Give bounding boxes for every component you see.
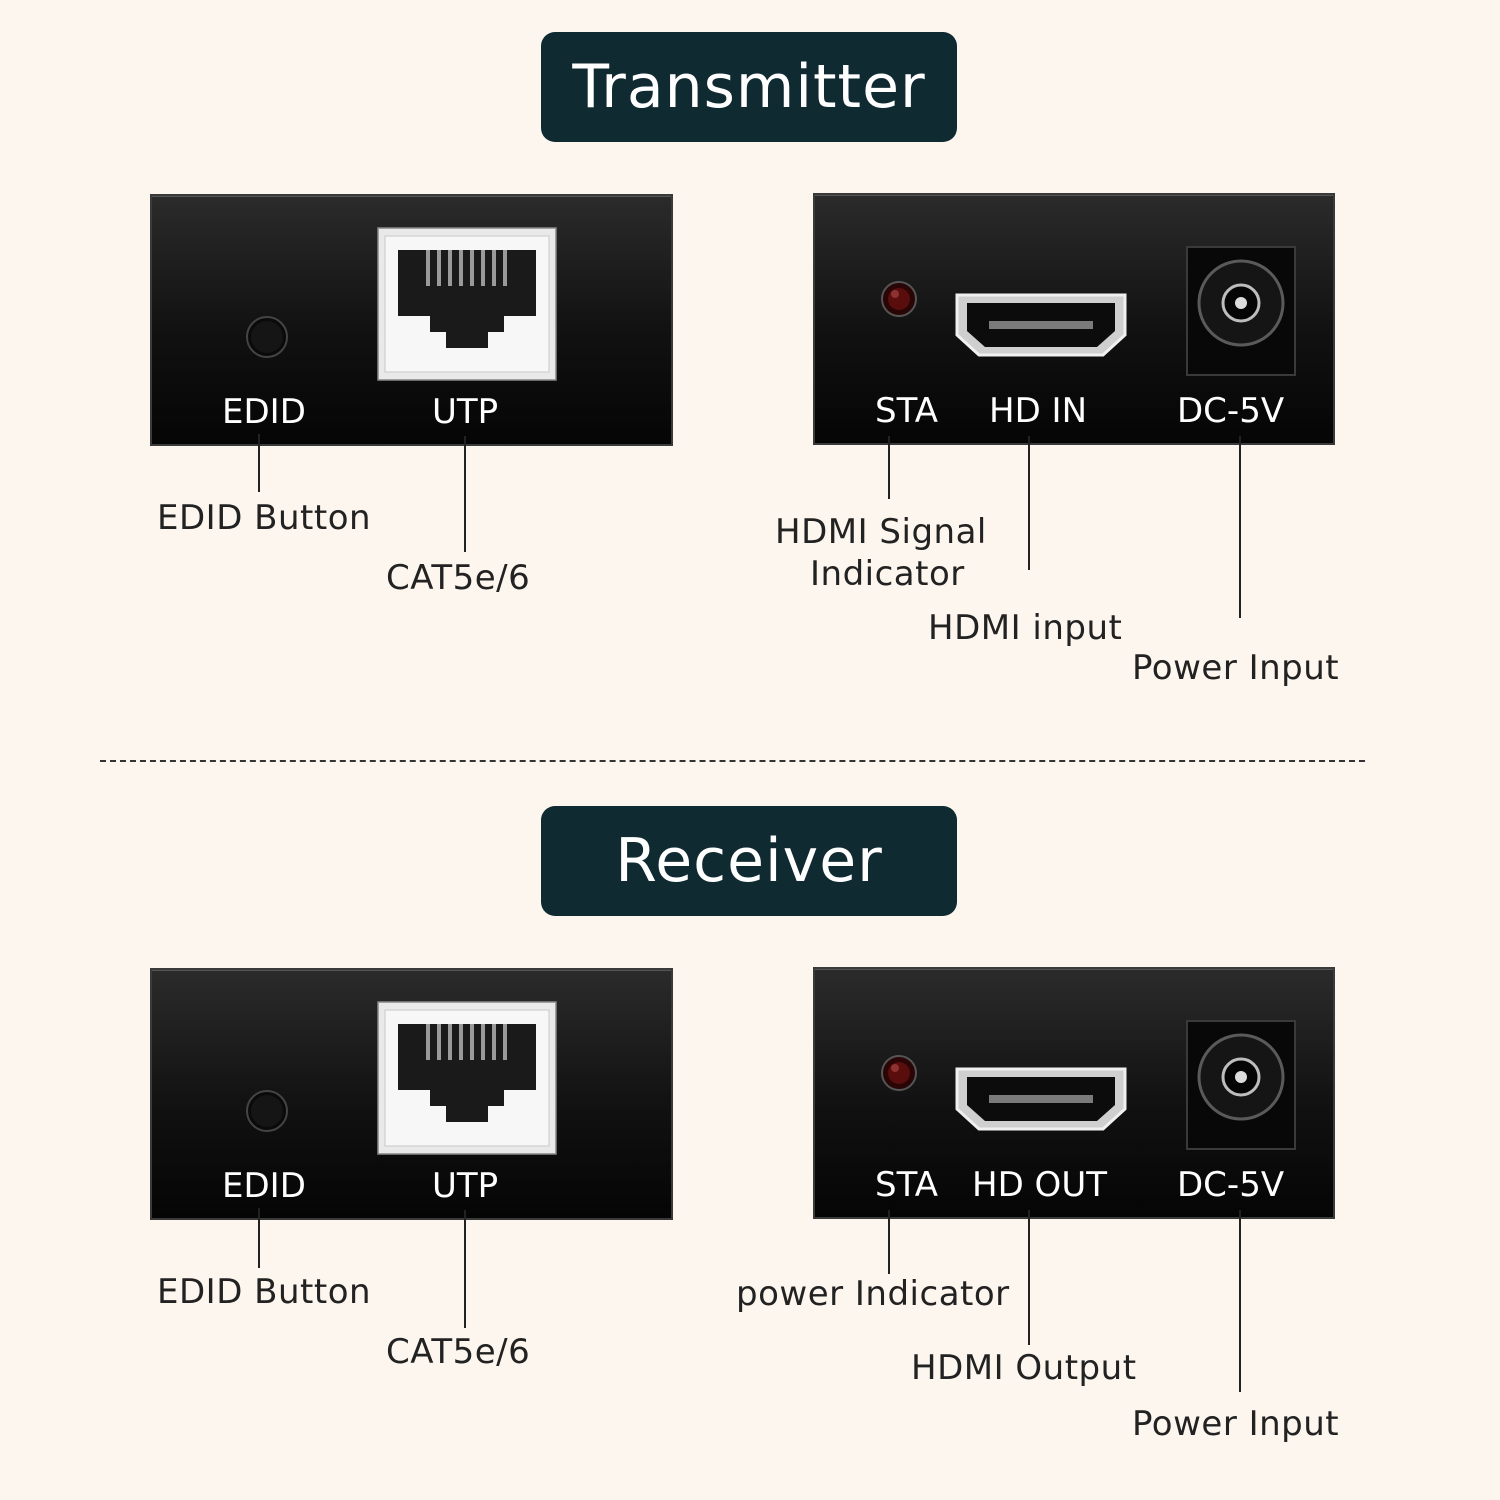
leader-line	[258, 434, 260, 492]
transmitter-right-panel: STA HD IN DC-5V	[813, 193, 1335, 445]
hdmi-input-callout: HDMI input	[928, 608, 1123, 648]
receiver-title: Receiver	[541, 806, 957, 916]
leader-line	[258, 1208, 260, 1268]
rj45-port-icon	[377, 1001, 557, 1155]
utp-label: UTP	[432, 392, 499, 432]
receiver-title-text: Receiver	[615, 826, 883, 896]
edid-label: EDID	[222, 392, 306, 432]
edid-button-icon	[246, 316, 288, 358]
edid-label: EDID	[222, 1166, 306, 1206]
transmitter-title-text: Transmitter	[572, 52, 926, 122]
hd-out-label: HD OUT	[972, 1165, 1107, 1205]
receiver-right-panel: STA HD OUT DC-5V	[813, 967, 1335, 1219]
transmitter-title: Transmitter	[541, 32, 957, 142]
dc-5v-label: DC-5V	[1177, 1165, 1285, 1205]
edid-button-icon	[246, 1090, 288, 1132]
edid-button-callout: EDID Button	[157, 1272, 372, 1312]
leader-line	[1239, 1210, 1241, 1392]
power-input-callout: Power Input	[1132, 648, 1340, 688]
rj45-port-icon	[377, 227, 557, 381]
leader-line	[464, 1210, 466, 1328]
sta-label: STA	[875, 391, 938, 431]
hdmi-signal-callout: HDMI Signal	[775, 512, 987, 552]
indicator-callout: Indicator	[810, 554, 965, 594]
leader-line	[888, 436, 890, 499]
hdmi-port-icon	[955, 1067, 1127, 1131]
sta-led-icon	[881, 281, 917, 317]
dc-5v-label: DC-5V	[1177, 391, 1285, 431]
sta-led-icon	[881, 1055, 917, 1091]
edid-button-callout: EDID Button	[157, 498, 372, 538]
hdmi-output-callout: HDMI Output	[911, 1348, 1137, 1388]
leader-line	[464, 436, 466, 552]
utp-label: UTP	[432, 1166, 499, 1206]
leader-line	[1028, 436, 1030, 570]
section-divider	[100, 760, 1365, 762]
dc-jack-icon	[1186, 246, 1296, 376]
leader-line	[1239, 436, 1241, 618]
hd-in-label: HD IN	[989, 391, 1088, 431]
power-input-callout: Power Input	[1132, 1404, 1340, 1444]
hdmi-port-icon	[955, 293, 1127, 357]
dc-jack-icon	[1186, 1020, 1296, 1150]
power-indicator-callout: power Indicator	[736, 1274, 1010, 1314]
leader-line	[1028, 1210, 1030, 1345]
transmitter-left-panel: EDID UTP	[150, 194, 673, 446]
cat5e-callout: CAT5e/6	[386, 1332, 531, 1372]
receiver-left-panel: EDID UTP	[150, 968, 673, 1220]
sta-label: STA	[875, 1165, 938, 1205]
cat5e-callout: CAT5e/6	[386, 558, 531, 598]
leader-line	[888, 1210, 890, 1274]
